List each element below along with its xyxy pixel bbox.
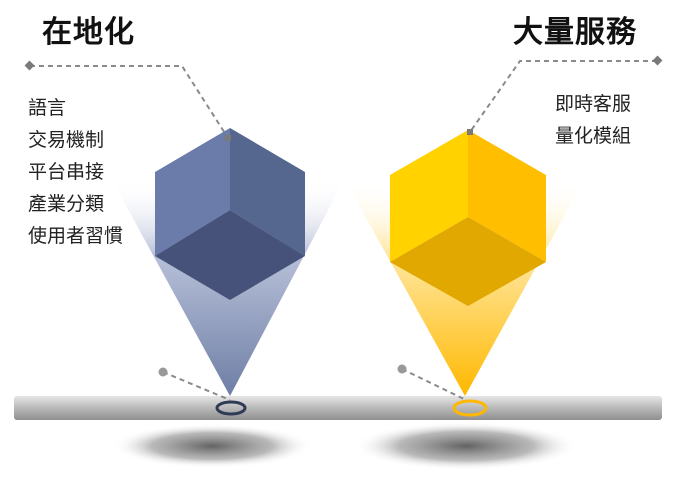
right-anchor-dot (397, 364, 407, 374)
left-callout-marker (24, 60, 35, 71)
list-item: 產業分類 (28, 193, 105, 215)
left-title: 在地化 (42, 15, 135, 50)
right-callout-marker (652, 55, 663, 66)
right-items-list: 即時客服 量化模組 (555, 88, 631, 152)
left-cube-right-face (230, 128, 305, 256)
right-anchor-line (401, 368, 467, 401)
platform-bar (14, 396, 662, 420)
left-ring (215, 400, 247, 416)
left-anchor-line (162, 371, 231, 401)
right-floor-shadow (354, 422, 578, 470)
left-floor-shadow (112, 424, 312, 468)
right-callout-line (469, 60, 657, 133)
left-cube-bottom-face (155, 210, 305, 300)
left-items-list: 語言 交易機制 平台串接 產業分類 使用者習慣 (28, 92, 123, 252)
list-item: 量化模組 (555, 125, 632, 147)
left-cube-left-face (155, 128, 230, 256)
list-item: 平台串接 (28, 161, 105, 183)
right-cube-marker (467, 129, 473, 135)
list-item: 使用者習慣 (28, 225, 124, 247)
left-cube (155, 128, 305, 300)
right-ring (452, 399, 488, 417)
left-anchor-dot (158, 367, 168, 377)
list-item: 即時客服 (555, 93, 632, 115)
list-item: 交易機制 (28, 129, 105, 151)
left-callout-line (30, 65, 229, 139)
right-cube-bottom-face (390, 217, 546, 306)
left-cube-marker (225, 135, 231, 141)
right-title: 大量服務 (513, 15, 637, 50)
right-cube (390, 130, 546, 306)
right-cube-left-face (390, 130, 468, 262)
right-cube-right-face (468, 130, 546, 262)
list-item: 語言 (28, 97, 67, 119)
